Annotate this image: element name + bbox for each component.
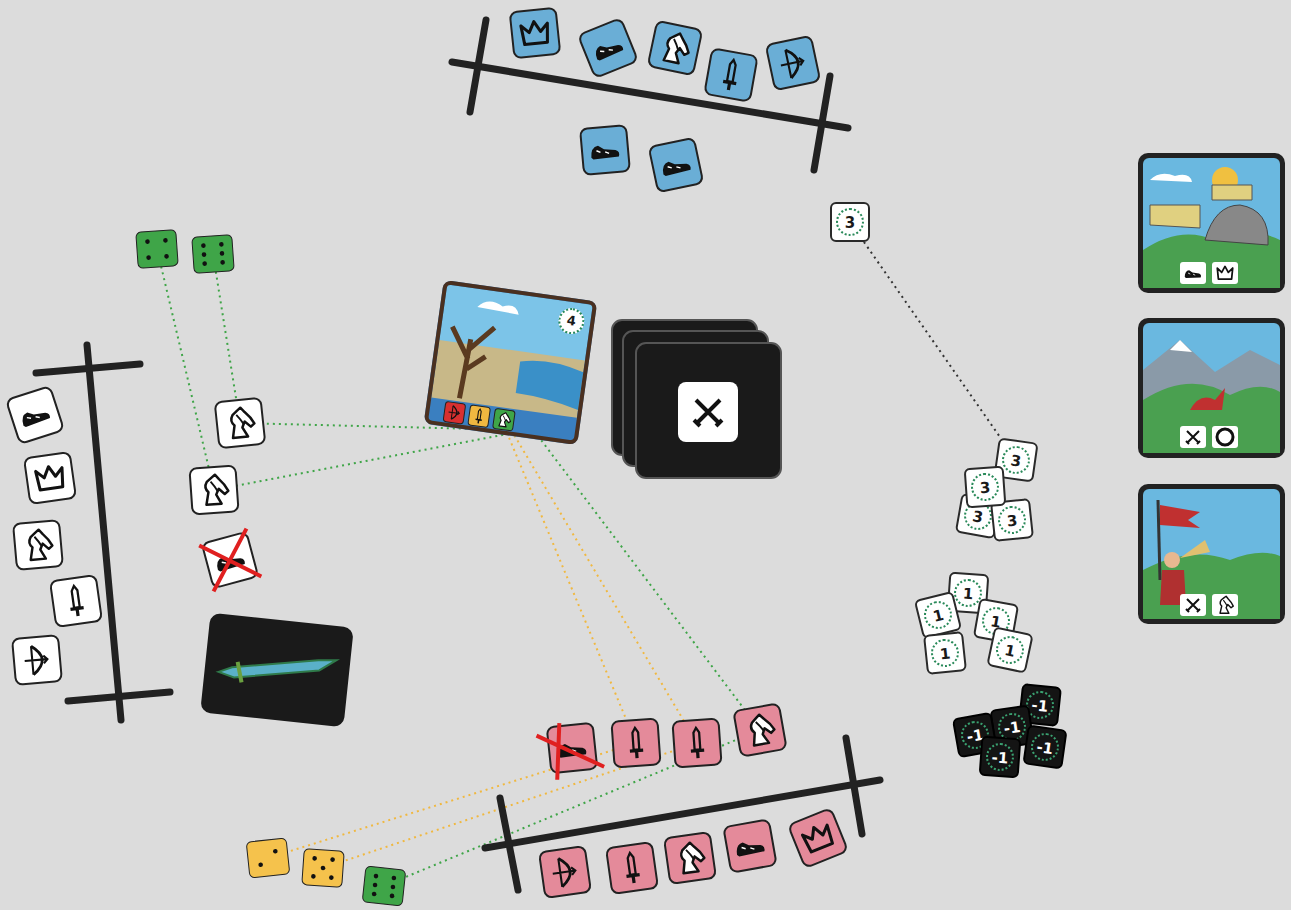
dotted-connector: [864, 242, 1000, 437]
crown-tile: [24, 452, 76, 504]
player-bracket: [452, 20, 848, 170]
horse-tile: [733, 703, 786, 756]
crossed-boot-tile: [535, 719, 605, 781]
yellow-dotted-line: [323, 428, 697, 868]
bow-tile: [766, 36, 821, 91]
objective-card: [1138, 153, 1285, 293]
green-die: [362, 866, 406, 906]
score-token: 3: [964, 466, 1007, 509]
crown-tile: [788, 808, 848, 868]
bow-tile: [12, 635, 62, 685]
crossed-boot-tile: [198, 528, 262, 592]
point-value: -1: [985, 742, 1015, 772]
horse-tile: [648, 21, 703, 76]
sword-tile: [672, 718, 721, 767]
point-value: -1: [1029, 731, 1061, 763]
point-value: 1: [921, 598, 955, 632]
horse-tile: [664, 832, 716, 884]
point-value: 1: [993, 633, 1026, 666]
sword-tile: [704, 48, 757, 101]
score-token: 1: [986, 626, 1033, 673]
bow-tile: [539, 846, 591, 898]
pink-tiles: [535, 703, 847, 898]
boot-tile: [723, 819, 776, 872]
score-token: -1: [979, 736, 1022, 779]
horse-tile: [13, 520, 63, 570]
dice: [136, 230, 406, 906]
green-dotted-line: [384, 432, 760, 886]
boot-tile: [6, 386, 64, 444]
boot-tile: [580, 125, 630, 175]
point-value: 3: [1000, 444, 1032, 476]
green-die: [136, 230, 178, 269]
crown-tile: [510, 8, 561, 59]
objective-card: [1138, 484, 1285, 624]
score-token: -1: [1022, 724, 1067, 769]
point-value: 3: [970, 472, 1000, 502]
sword-tile: [611, 718, 660, 767]
objective-card: [1138, 318, 1285, 458]
green-die: [192, 235, 234, 274]
point-value: 3: [836, 208, 864, 236]
boot-tile: [578, 18, 638, 78]
point-value: 3: [997, 505, 1028, 536]
blue-tiles: [510, 8, 821, 193]
encounter-card: 4: [423, 279, 597, 444]
sword-tile: [606, 842, 658, 894]
point-value: 1: [930, 638, 961, 669]
yellow-die: [246, 838, 290, 878]
point-value: 4: [556, 306, 585, 335]
score-token: 3: [830, 202, 870, 242]
sword-tile: [50, 575, 102, 627]
encounter-card-art: [424, 280, 598, 445]
horse-tile: [215, 398, 266, 449]
sword-card: [200, 613, 354, 728]
boot-tile: [649, 138, 704, 193]
encounter-deck: [612, 320, 781, 478]
yellow-die: [302, 849, 344, 888]
score-token: 1: [923, 631, 967, 675]
horse-tile: [189, 465, 238, 514]
